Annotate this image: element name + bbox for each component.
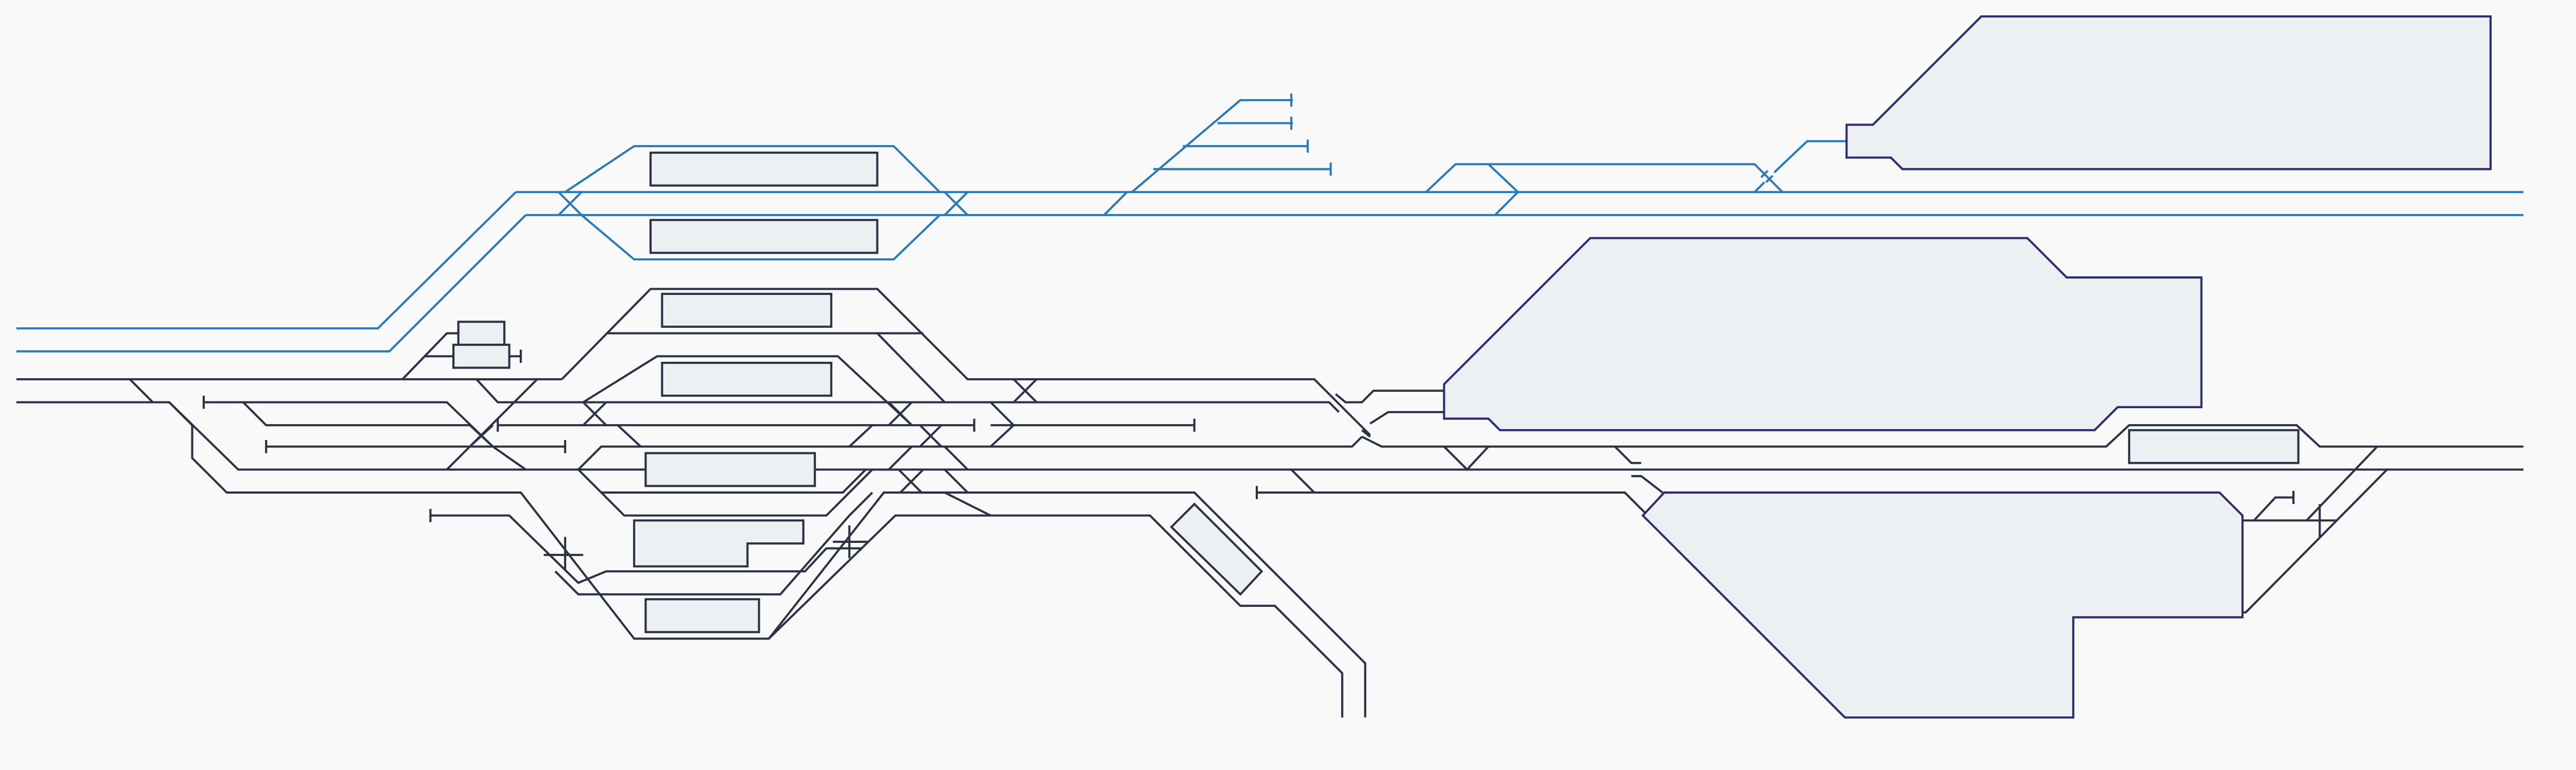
dark-platforms xyxy=(452,293,2300,634)
blue-network xyxy=(16,93,2524,353)
platform-c xyxy=(644,452,816,487)
platform-small-2 xyxy=(452,344,511,369)
platform-d xyxy=(633,519,805,568)
blue-siding-ladder xyxy=(1103,99,1331,216)
blue-spur-marks xyxy=(1760,170,1774,183)
platform-small-1 xyxy=(457,320,506,346)
dark-yard-switch xyxy=(990,401,1016,448)
dark-east-sidings xyxy=(1443,446,1663,494)
platform-east xyxy=(2128,429,2300,464)
dark-loop-3 xyxy=(577,468,991,517)
dark-loop-2-diag xyxy=(446,378,538,470)
dark-siding-2 xyxy=(203,401,494,448)
dark-loop-top-inner xyxy=(606,332,945,403)
platform-diagonal xyxy=(1170,502,1264,596)
dark-branch-south-west xyxy=(191,425,1343,718)
building-center-right xyxy=(1443,237,2203,431)
blue-crossover-c xyxy=(1487,163,1520,216)
blue-platform-1 xyxy=(649,151,879,187)
dark-main-east-2 xyxy=(1361,424,2524,448)
blue-crossover-b xyxy=(944,191,969,216)
platform-b xyxy=(661,361,833,397)
dark-link-sw xyxy=(168,401,193,426)
blue-branch-upper xyxy=(16,191,517,330)
dark-yard-cross-top xyxy=(1013,378,1038,403)
blue-platforms xyxy=(649,151,879,254)
blue-crossover-a xyxy=(558,191,583,216)
dark-yard-stops xyxy=(497,418,1196,432)
platform-e xyxy=(644,598,760,634)
blue-spur-building xyxy=(1753,140,1847,193)
dark-siding-se xyxy=(1256,469,1649,516)
dark-network xyxy=(16,288,2524,718)
blue-loop-lower xyxy=(581,214,941,261)
dark-yard-2 xyxy=(577,436,1363,470)
dark-yard-crossings xyxy=(582,401,969,470)
blue-loop-upper xyxy=(564,145,941,193)
dark-loop-5-stops xyxy=(429,508,868,570)
blue-loop-east xyxy=(1425,163,1783,193)
building-top-right xyxy=(1845,15,2492,170)
dark-main-west-2 xyxy=(16,401,579,471)
building-bottom-right xyxy=(1641,491,2244,719)
dark-spur-building-1 xyxy=(1334,390,1444,404)
platform-a xyxy=(661,293,833,328)
blue-branch-lower xyxy=(16,214,527,353)
dark-loop-2-upper xyxy=(583,355,913,426)
dark-loop-2 xyxy=(476,378,1340,413)
blue-platform-2 xyxy=(649,219,879,254)
dark-spur-building-2 xyxy=(1361,410,1444,438)
blue-siding-stops xyxy=(1290,93,1332,176)
dark-east-stub xyxy=(2253,491,2337,537)
dark-branch-south-east xyxy=(768,491,1367,718)
dark-branch-to-lower xyxy=(129,378,154,403)
dark-loop-4 xyxy=(899,469,969,494)
dark-east-link-1 xyxy=(2242,446,2388,614)
dark-loop-5 xyxy=(430,491,874,596)
dark-siding-stops-3 xyxy=(265,440,567,454)
dark-crossing-1 xyxy=(469,424,527,470)
